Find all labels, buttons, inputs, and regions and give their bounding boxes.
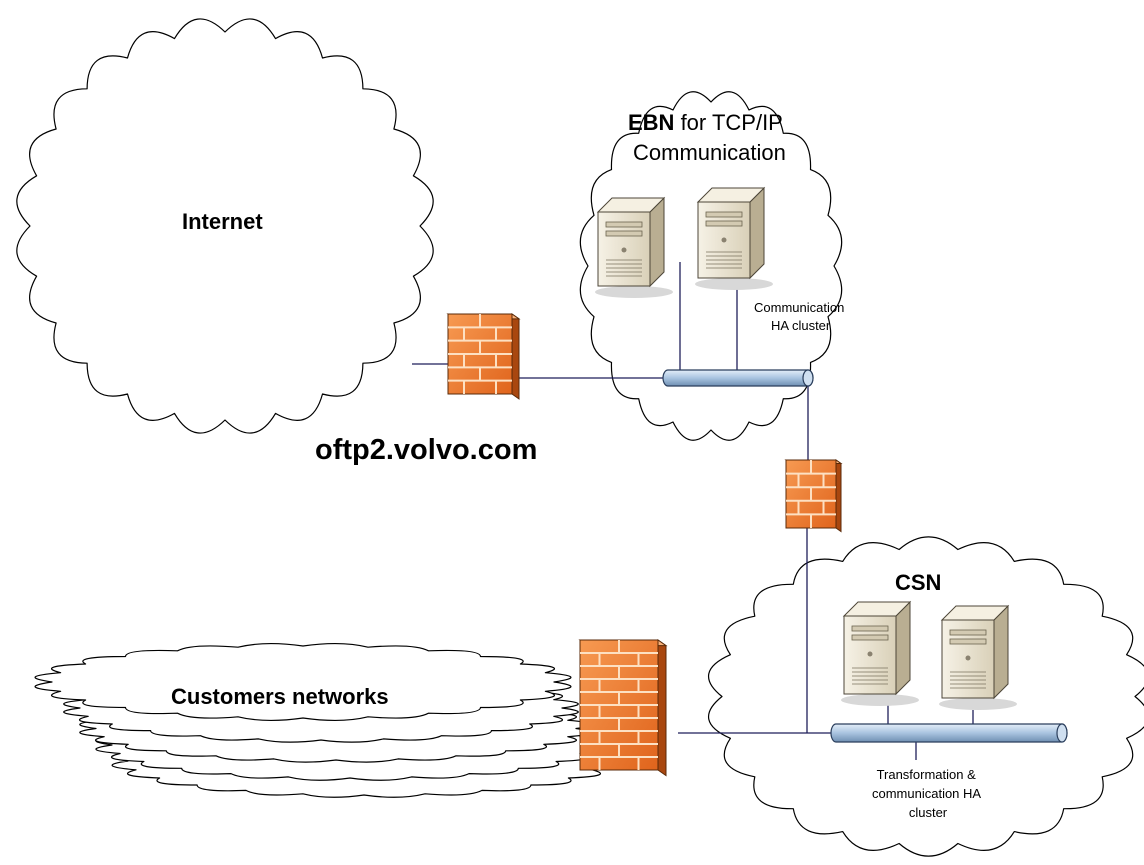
network-bus-icon [662,369,814,387]
cloud-outline [34,642,572,722]
server-shadow [695,278,773,290]
server-power-button [965,655,971,661]
server-side [749,186,765,280]
csn-label: CSN [895,570,941,595]
firewall-side [657,639,667,777]
transformation-cluster-line1: Transformation & [877,767,977,782]
firewall-side [511,313,520,400]
bus-end-cap [802,369,814,387]
server-drive-bay [605,230,643,237]
server-side [895,600,911,696]
ebn-title-bold: EBN [628,110,674,135]
server-drive-bay [851,625,889,632]
ebn-title: EBN for TCP/IP [628,110,783,135]
transformation-cluster-label: Transformation & communication HA cluste… [872,767,984,820]
server-icon [841,600,919,706]
communication-cluster-line1: Communication [754,300,844,315]
server-power-button [721,237,727,243]
server-side [649,196,665,288]
server-shadow [595,286,673,298]
server-drive-bay [705,220,743,227]
firewall-icon [446,313,521,400]
server-drive-bay [949,638,987,645]
csn-cloud [707,536,1144,857]
network-links [412,262,974,760]
server-icon [595,196,673,298]
bus-end-cap [1056,723,1068,743]
server-shadow [939,698,1017,710]
ebn-title-rest: for TCP/IP [674,110,782,135]
firewall-icon [578,639,668,777]
bus-body [830,723,1068,743]
internet-cloud [16,18,434,434]
server-side [993,604,1009,700]
firewall-icon [784,459,843,533]
server-shadow [841,694,919,706]
server-drive-bay [705,211,743,218]
transformation-cluster-line3: cluster [909,805,948,820]
server-power-button [867,651,873,657]
host-url-label: oftp2.volvo.com [315,434,537,466]
server-icon [939,604,1017,710]
cloud-outline [707,536,1144,857]
firewall-side [835,459,842,533]
communication-cluster-line2: HA cluster [771,318,831,333]
server-drive-bay [605,221,643,228]
cloud-outline [16,18,434,434]
server-power-button [621,247,627,253]
server-icon [695,186,773,290]
customers-cloud-layer-1 [34,642,572,722]
internet-label: Internet [182,209,263,234]
server-drive-bay [949,629,987,636]
network-bus-icon [830,723,1068,743]
server-drive-bay [851,634,889,641]
customers-networks-label: Customers networks [171,684,389,709]
communication-cluster-label: Communication HA cluster [754,300,848,333]
transformation-cluster-line2: communication HA [872,786,981,801]
ebn-title-line2: Communication [633,140,786,165]
bus-body [662,369,814,387]
